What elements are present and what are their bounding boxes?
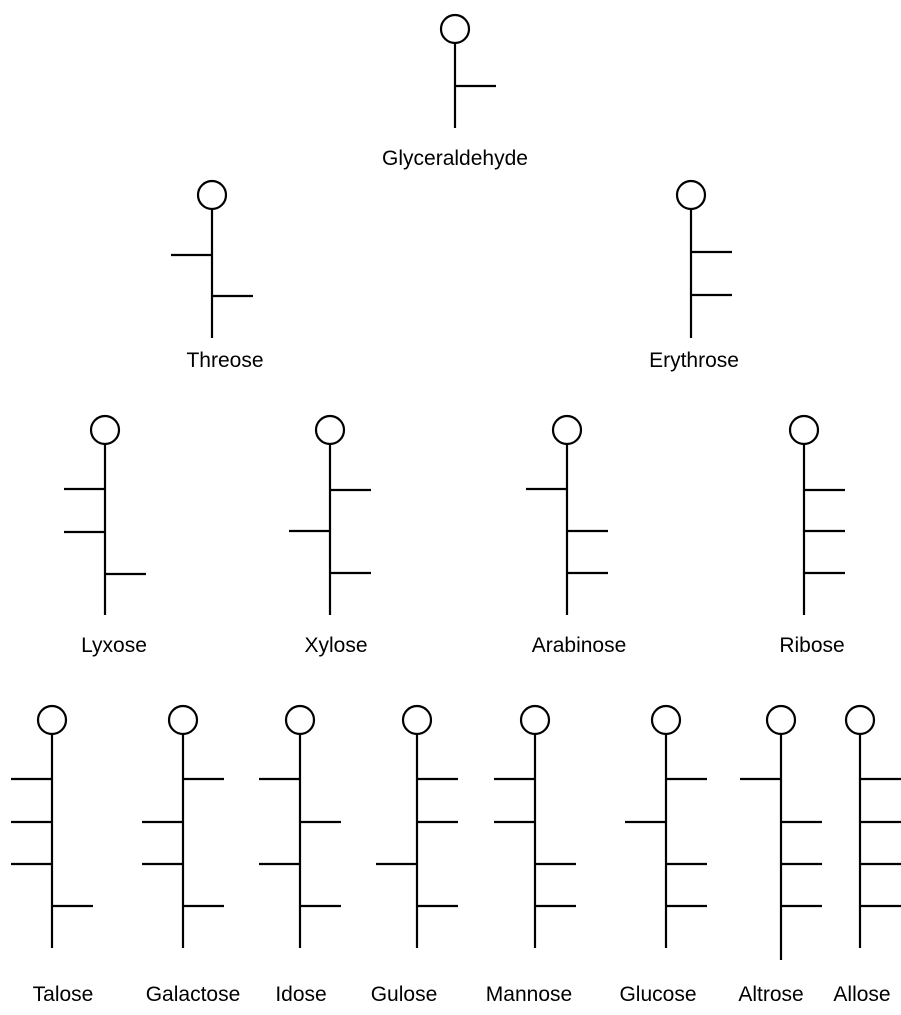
aldehyde-circle xyxy=(844,704,876,736)
aldehyde-circle xyxy=(765,704,797,736)
structure-altrose xyxy=(740,704,822,960)
sugar-label-glyceraldehyde: Glyceraldehyde xyxy=(382,147,528,170)
sugar-label-threose: Threose xyxy=(186,349,263,372)
structure-xylose xyxy=(289,414,371,615)
structure-allose xyxy=(844,704,901,948)
sugar-label-talose: Talose xyxy=(33,983,94,1006)
sugar-label-xylose: Xylose xyxy=(304,634,367,657)
sugar-label-erythrose: Erythrose xyxy=(649,349,739,372)
aldehyde-circle xyxy=(675,179,707,211)
aldehyde-circle xyxy=(788,414,820,446)
structure-glyceraldehyde xyxy=(439,13,496,128)
structure-lyxose xyxy=(64,414,146,615)
structure-talose xyxy=(11,704,93,948)
aldehyde-circle xyxy=(519,704,551,736)
sugar-label-lyxose: Lyxose xyxy=(81,634,147,657)
aldehyde-circle xyxy=(401,704,433,736)
sugar-label-galactose: Galactose xyxy=(146,983,241,1006)
structure-ribose xyxy=(788,414,845,615)
aldehyde-circle xyxy=(650,704,682,736)
structure-threose xyxy=(171,179,253,338)
aldehyde-circle xyxy=(439,13,471,45)
sugar-label-ribose: Ribose xyxy=(779,634,844,657)
sugar-label-arabinose: Arabinose xyxy=(532,634,627,657)
aldehyde-circle xyxy=(314,414,346,446)
sugar-labels: Glyceraldehyde Threose Erythrose Lyxose … xyxy=(33,147,891,1006)
structure-gulose xyxy=(376,704,458,948)
aldehyde-circle xyxy=(196,179,228,211)
structure-glucose xyxy=(625,704,707,948)
sugar-label-mannose: Mannose xyxy=(486,983,572,1006)
structure-erythrose xyxy=(675,179,732,338)
sugar-label-glucose: Glucose xyxy=(619,983,696,1006)
sugar-label-allose: Allose xyxy=(833,983,890,1006)
structure-mannose xyxy=(494,704,576,948)
aldehyde-circle xyxy=(284,704,316,736)
aldehyde-circle xyxy=(167,704,199,736)
aldehyde-circle xyxy=(89,414,121,446)
structure-arabinose xyxy=(526,414,608,615)
sugar-label-idose: Idose xyxy=(275,983,326,1006)
aldehyde-circle xyxy=(551,414,583,446)
structure-galactose xyxy=(142,704,224,948)
sugar-label-altrose: Altrose xyxy=(738,983,803,1006)
aldehyde-circle xyxy=(36,704,68,736)
sugar-structures xyxy=(11,13,901,960)
structure-idose xyxy=(259,704,341,948)
sugar-label-gulose: Gulose xyxy=(371,983,438,1006)
